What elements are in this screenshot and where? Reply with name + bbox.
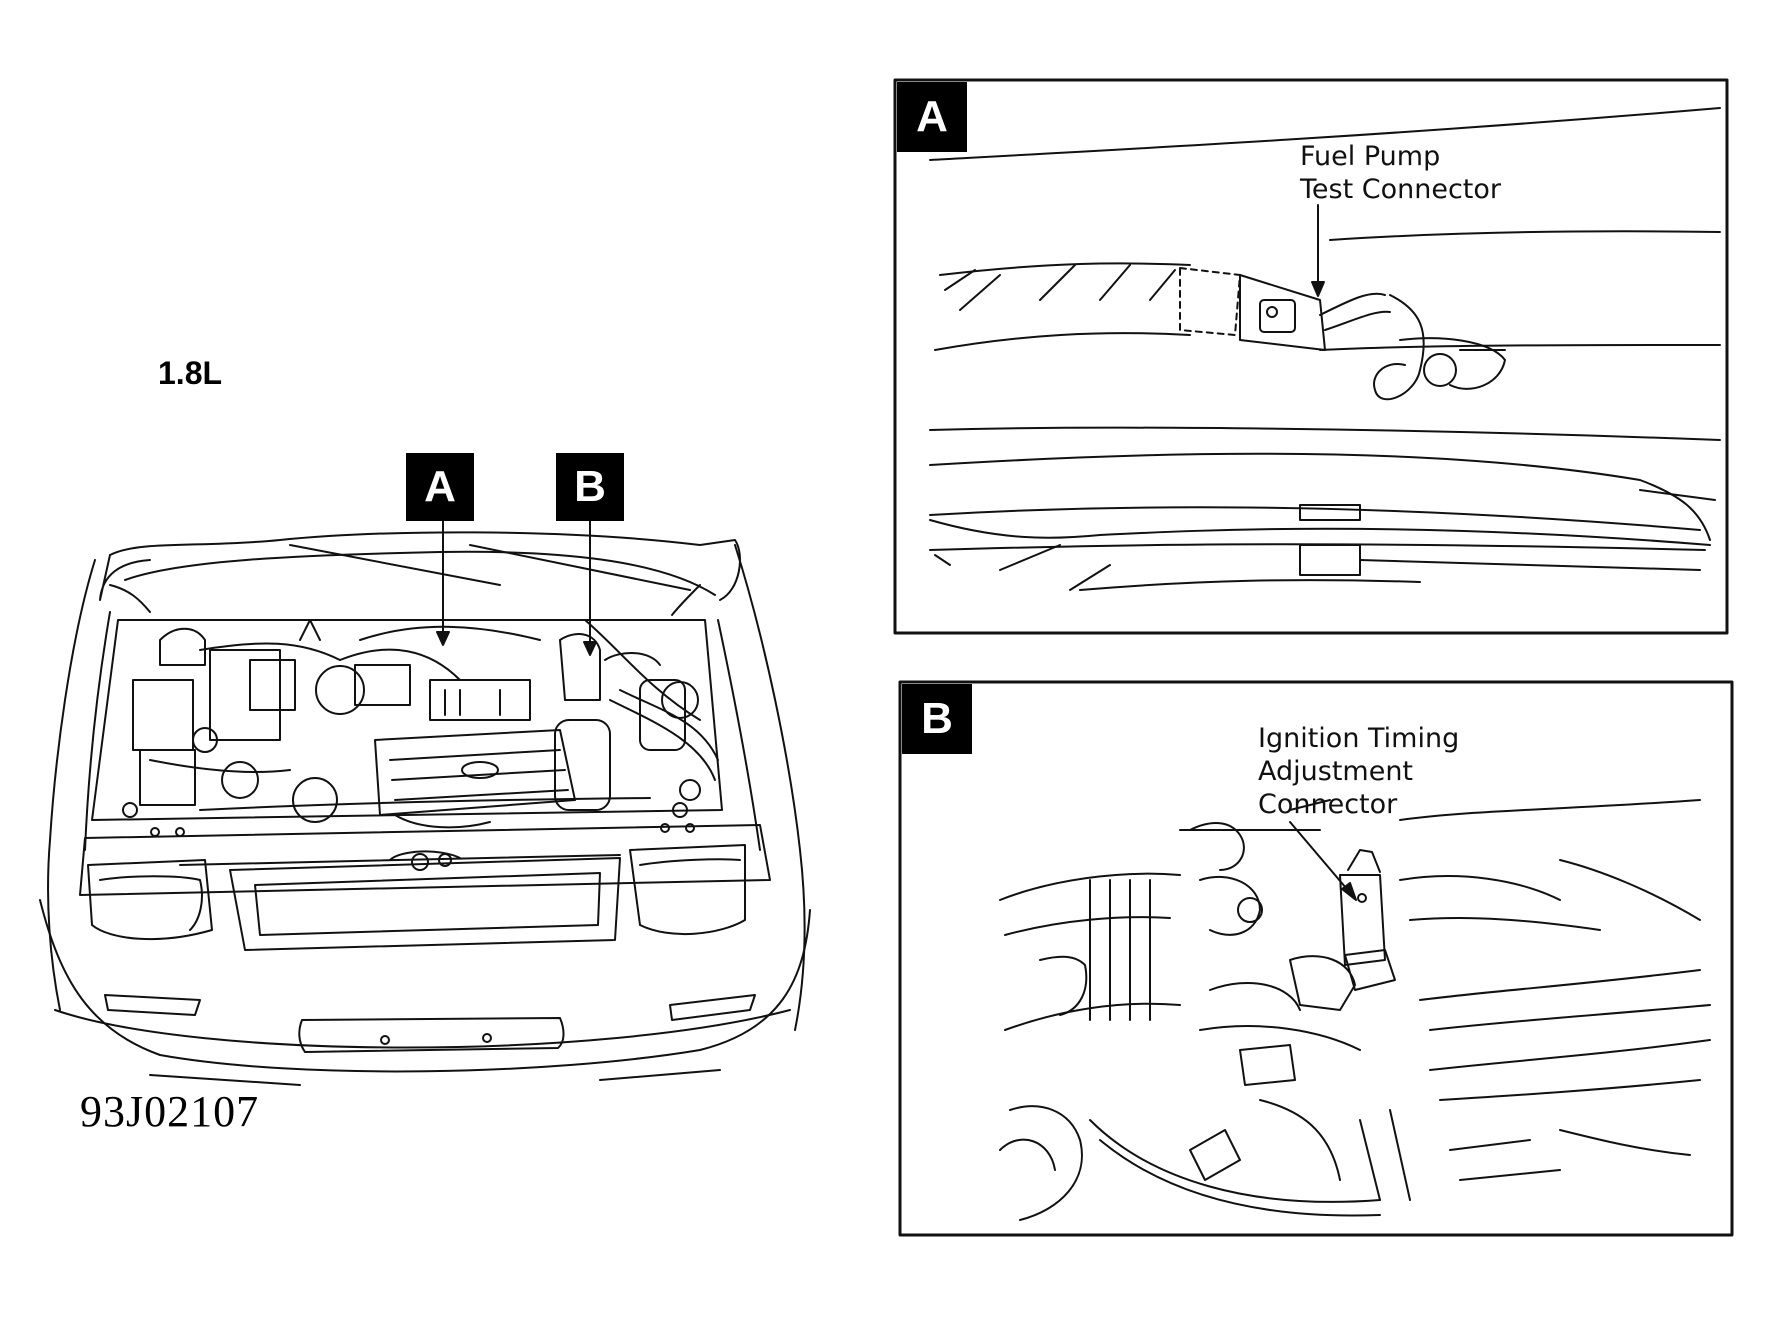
panel-a-frame (893, 78, 1729, 635)
fuel-pump-test-connector-callout: Fuel Pump Test Connector (1300, 140, 1501, 206)
panel-b-tag: B (902, 684, 972, 754)
callout-b-line-2: Adjustment (1258, 756, 1414, 787)
callout-b-line-1: Ignition Timing (1258, 723, 1460, 754)
callout-a-line-1: Fuel Pump (1300, 141, 1441, 172)
panel-a-tag: A (897, 82, 967, 152)
callout-b-line-3: Connector (1258, 789, 1398, 820)
ignition-timing-connector-callout: Ignition Timing Adjustment Connector (1258, 722, 1459, 821)
overview-marker-b: B (556, 453, 624, 521)
overview-marker-a: A (406, 453, 474, 521)
overview-leader-lines (436, 519, 597, 656)
panel-b-illustration (999, 799, 1711, 1221)
figure-id: 93J02107 (80, 1087, 260, 1136)
panel-a-leader (1311, 204, 1325, 297)
panel-b-frame (898, 680, 1734, 1237)
callout-a-line-2: Test Connector (1300, 174, 1502, 205)
panel-b-leader (1289, 821, 1357, 901)
panel-a-illustration (929, 107, 1721, 591)
car-front-illustration (39, 531, 811, 1086)
engine-size-label: 1.8L (158, 355, 223, 391)
